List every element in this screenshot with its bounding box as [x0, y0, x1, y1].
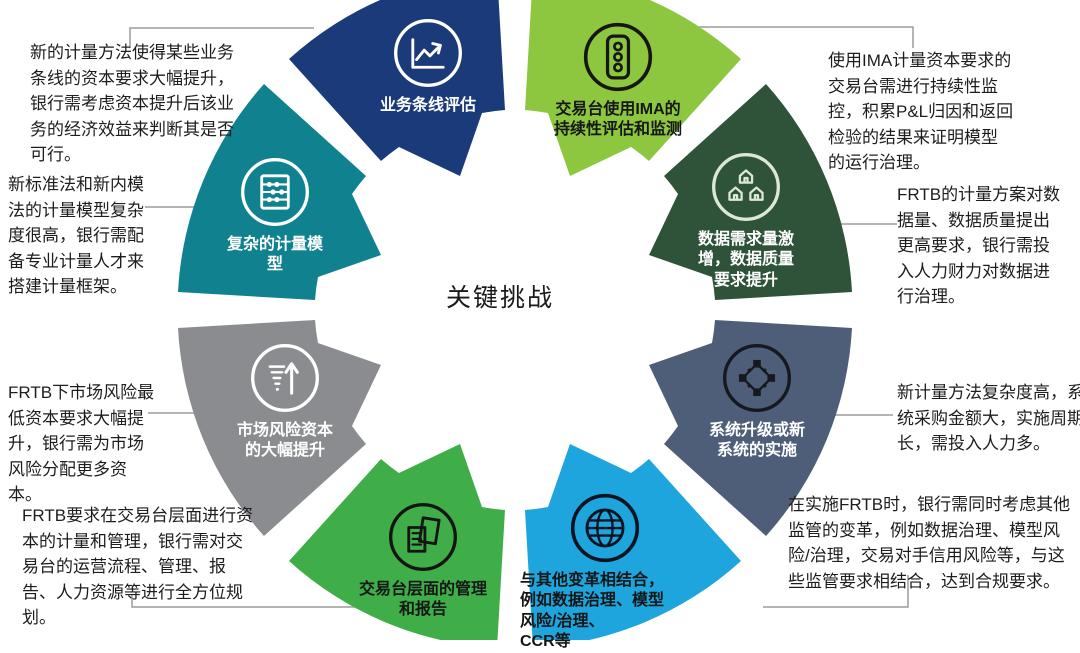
annotation-market-risk: FRTB下市场风险最 低资本要求大幅提 升，银行需为市场 风险分配更多资 本。 [8, 383, 155, 504]
segment-market-risk-capital-rise [178, 320, 381, 536]
center-title: 关键挑战 [445, 284, 555, 312]
annotation-data-quality: FRTB的计量方案对数 据量、数据质量提出 更高要求，银行需投 入人力财力对数据… [897, 185, 1061, 306]
segment-system-upgrade [649, 320, 852, 536]
annotation-complex-models: 新标准法和新内模 法的计量模型复杂 度很高，银行需配 备专业计量人才来 搭建计量… [8, 175, 144, 296]
annotation-compliance: 在实施FRTB时，银行需同时考虑其他 监管的变革，例如数据治理、模型风 险/治理… [788, 495, 1071, 591]
annotation-desk-management: FRTB要求在交易台层面进行资 本的计量和管理，银行需对交 易台的运营流程、管理… [22, 506, 254, 627]
connector-line [668, 26, 914, 48]
connector-line [129, 27, 314, 48]
connector-line [131, 594, 400, 608]
annotation-system-cost: 新计量方法复杂度高，系 统采购金额大，实施周期 长，需投入人力多。 [897, 383, 1080, 453]
annotation-business-line: 新的计量方法使得某些业务 条线的资本要求大幅提升， 银行需考虑资本提升后该业 务… [30, 43, 234, 164]
annotation-ima-monitoring: 使用IMA计量资本要求的 交易台需进行持续性监 控，积累P&L归因和返回 检验的… [828, 51, 1014, 172]
connector-line [763, 575, 909, 608]
